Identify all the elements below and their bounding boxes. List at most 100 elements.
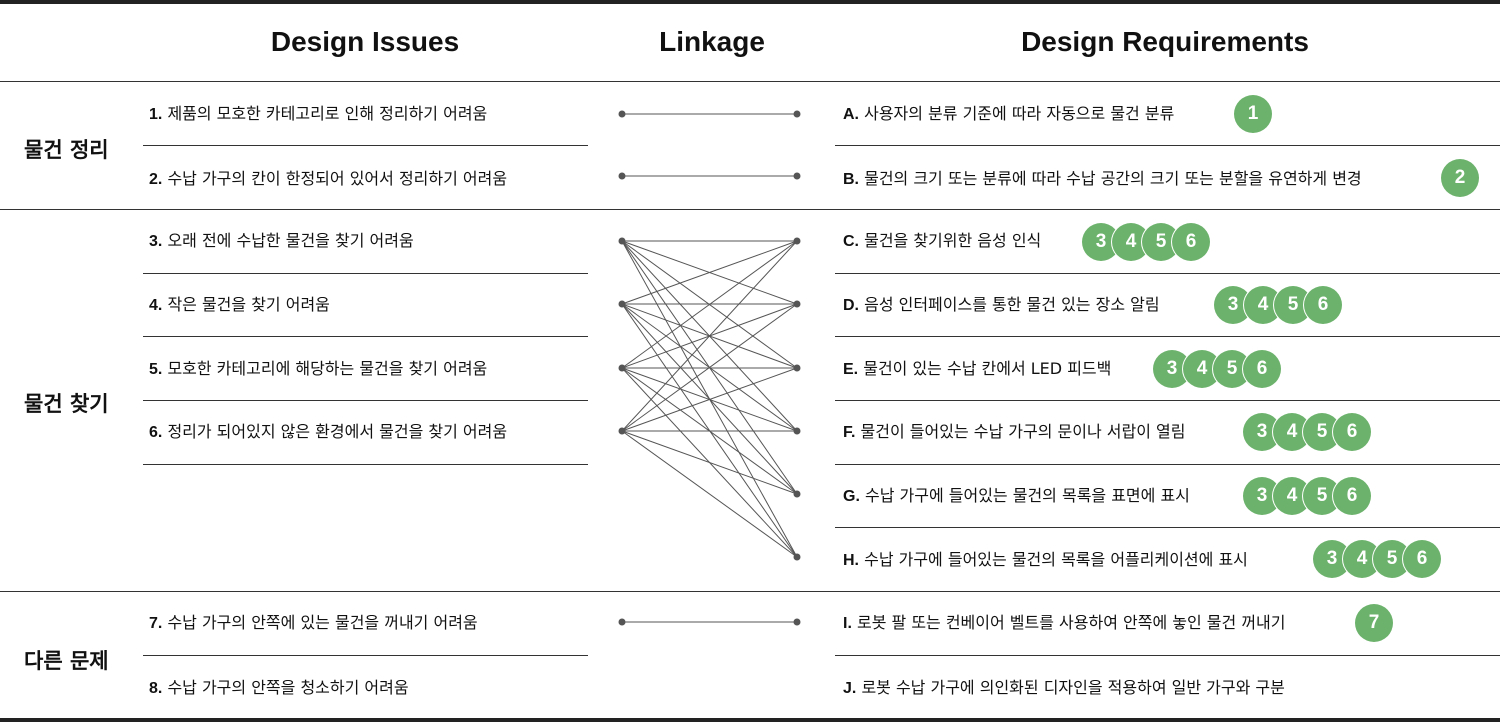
issue-text: 수납 가구의 안쪽을 청소하기 어려움 bbox=[167, 678, 409, 697]
requirement-item: J. 로봇 수납 가구에 의인화된 디자인을 적용하여 일반 가구와 구분 bbox=[843, 678, 1285, 699]
issue-reference-badge: 7 bbox=[1355, 604, 1393, 642]
issue-text: 정리가 되어있지 않은 환경에서 물건을 찾기 어려움 bbox=[167, 422, 508, 441]
issue-item: 3. 오래 전에 수납한 물건을 찾기 어려움 bbox=[149, 231, 414, 252]
issue-divider bbox=[143, 400, 588, 401]
issue-reference-badge: 6 bbox=[1333, 413, 1371, 451]
link-node bbox=[793, 172, 801, 180]
issue-item: 1. 제품의 모호한 카테고리로 인해 정리하기 어려움 bbox=[149, 104, 487, 125]
requirement-divider bbox=[835, 145, 1500, 146]
requirement-text: 음성 인터페이스를 통한 물건 있는 장소 알림 bbox=[864, 295, 1160, 314]
link-node bbox=[618, 427, 626, 435]
requirement-item: D. 음성 인터페이스를 통한 물건 있는 장소 알림 bbox=[843, 295, 1160, 316]
link-node bbox=[618, 618, 626, 626]
issue-item: 5. 모호한 카테고리에 해당하는 물건을 찾기 어려움 bbox=[149, 359, 487, 380]
requirement-item: C. 물건을 찾기위한 음성 인식 bbox=[843, 231, 1041, 252]
requirement-letter: C. bbox=[843, 233, 859, 250]
link-node bbox=[618, 237, 626, 245]
link-node bbox=[793, 490, 801, 498]
requirement-item: E. 물건이 있는 수납 칸에서 LED 피드백 bbox=[843, 359, 1111, 380]
requirement-divider bbox=[835, 273, 1500, 274]
requirement-divider bbox=[835, 336, 1500, 337]
issue-number: 5. bbox=[149, 361, 163, 378]
link-node bbox=[793, 618, 801, 626]
issue-item: 7. 수납 가구의 안쪽에 있는 물건을 꺼내기 어려움 bbox=[149, 613, 478, 634]
issue-reference-badge: 1 bbox=[1234, 95, 1272, 133]
issue-number: 4. bbox=[149, 297, 163, 314]
badge-group: 2 bbox=[1441, 159, 1479, 197]
issue-reference-badge: 6 bbox=[1403, 540, 1441, 578]
issue-number: 8. bbox=[149, 680, 163, 697]
bottom-rule bbox=[0, 718, 1500, 722]
issue-reference-badge: 5 bbox=[1303, 477, 1341, 515]
link-line bbox=[621, 430, 798, 558]
issue-reference-badge: 5 bbox=[1213, 350, 1251, 388]
link-line bbox=[621, 240, 798, 369]
header-design-requirements: Design Requirements bbox=[1021, 26, 1309, 57]
section-divider bbox=[0, 591, 1500, 592]
issue-reference-badge: 6 bbox=[1304, 286, 1342, 324]
issue-divider bbox=[143, 145, 588, 146]
issue-number: 2. bbox=[149, 171, 163, 188]
issue-divider bbox=[143, 273, 588, 274]
link-node bbox=[793, 427, 801, 435]
badge-group: 7 bbox=[1355, 604, 1393, 642]
header-design-issues: Design Issues bbox=[270, 26, 460, 57]
issue-divider bbox=[143, 655, 588, 656]
category-other: 다른 문제 bbox=[24, 649, 109, 673]
link-node bbox=[793, 110, 801, 118]
requirement-letter: E. bbox=[843, 361, 859, 378]
requirement-letter: H. bbox=[843, 552, 859, 569]
link-line bbox=[621, 303, 798, 432]
requirement-item: A. 사용자의 분류 기준에 따라 자동으로 물건 분류 bbox=[843, 104, 1174, 125]
link-node bbox=[618, 300, 626, 308]
issue-text: 수납 가구의 안쪽에 있는 물건을 꺼내기 어려움 bbox=[167, 613, 478, 632]
link-node bbox=[793, 237, 801, 245]
requirement-text: 물건이 들어있는 수납 가구의 문이나 서랍이 열림 bbox=[860, 422, 1186, 441]
issue-number: 3. bbox=[149, 233, 163, 250]
requirement-letter: D. bbox=[843, 297, 859, 314]
link-line bbox=[621, 430, 798, 495]
issue-number: 6. bbox=[149, 424, 163, 441]
link-node bbox=[618, 364, 626, 372]
header-linkage: Linkage bbox=[659, 26, 765, 57]
top-rule bbox=[0, 0, 1500, 4]
issue-reference-badge: 4 bbox=[1273, 413, 1311, 451]
requirement-text: 물건이 있는 수납 칸에서 LED 피드백 bbox=[863, 359, 1112, 378]
category-organize: 물건 정리 bbox=[24, 138, 109, 162]
requirement-item: F. 물건이 들어있는 수납 가구의 문이나 서랍이 열림 bbox=[843, 422, 1185, 443]
issue-item: 4. 작은 물건을 찾기 어려움 bbox=[149, 295, 330, 316]
requirement-item: I. 로봇 팔 또는 컨베이어 벨트를 사용하여 안쪽에 놓인 물건 꺼내기 bbox=[843, 613, 1285, 634]
requirement-text: 물건을 찾기위한 음성 인식 bbox=[864, 231, 1042, 250]
link-line bbox=[621, 240, 798, 305]
section-divider bbox=[0, 81, 1500, 82]
issue-reference-badge: 6 bbox=[1333, 477, 1371, 515]
requirement-item: G. 수납 가구에 들어있는 물건의 목록을 표면에 표시 bbox=[843, 486, 1190, 507]
requirement-text: 로봇 팔 또는 컨베이어 벨트를 사용하여 안쪽에 놓인 물건 꺼내기 bbox=[856, 613, 1286, 632]
issue-item: 8. 수납 가구의 안쪽을 청소하기 어려움 bbox=[149, 678, 409, 699]
link-node bbox=[793, 300, 801, 308]
issue-number: 1. bbox=[149, 106, 163, 123]
requirement-text: 로봇 수납 가구에 의인화된 디자인을 적용하여 일반 가구와 구분 bbox=[861, 678, 1285, 697]
link-node bbox=[793, 364, 801, 372]
requirement-letter: B. bbox=[843, 171, 859, 188]
requirement-letter: A. bbox=[843, 106, 859, 123]
link-node bbox=[793, 553, 801, 561]
requirement-divider bbox=[835, 464, 1500, 465]
badge-group: 1 bbox=[1234, 95, 1272, 133]
issue-reference-badge: 6 bbox=[1172, 223, 1210, 261]
category-find: 물건 찾기 bbox=[24, 392, 109, 416]
issue-text: 작은 물건을 찾기 어려움 bbox=[167, 295, 330, 314]
requirement-text: 사용자의 분류 기준에 따라 자동으로 물건 분류 bbox=[864, 104, 1175, 123]
issue-number: 7. bbox=[149, 615, 163, 632]
requirement-divider bbox=[835, 527, 1500, 528]
requirement-text: 수납 가구에 들어있는 물건의 목록을 어플리케이션에 표시 bbox=[864, 550, 1248, 569]
issue-text: 모호한 카테고리에 해당하는 물건을 찾기 어려움 bbox=[167, 359, 488, 378]
requirement-text: 물건의 크기 또는 분류에 따라 수납 공간의 크기 또는 분할을 유연하게 변… bbox=[864, 169, 1362, 188]
requirement-item: B. 물건의 크기 또는 분류에 따라 수납 공간의 크기 또는 분할을 유연하… bbox=[843, 169, 1362, 190]
